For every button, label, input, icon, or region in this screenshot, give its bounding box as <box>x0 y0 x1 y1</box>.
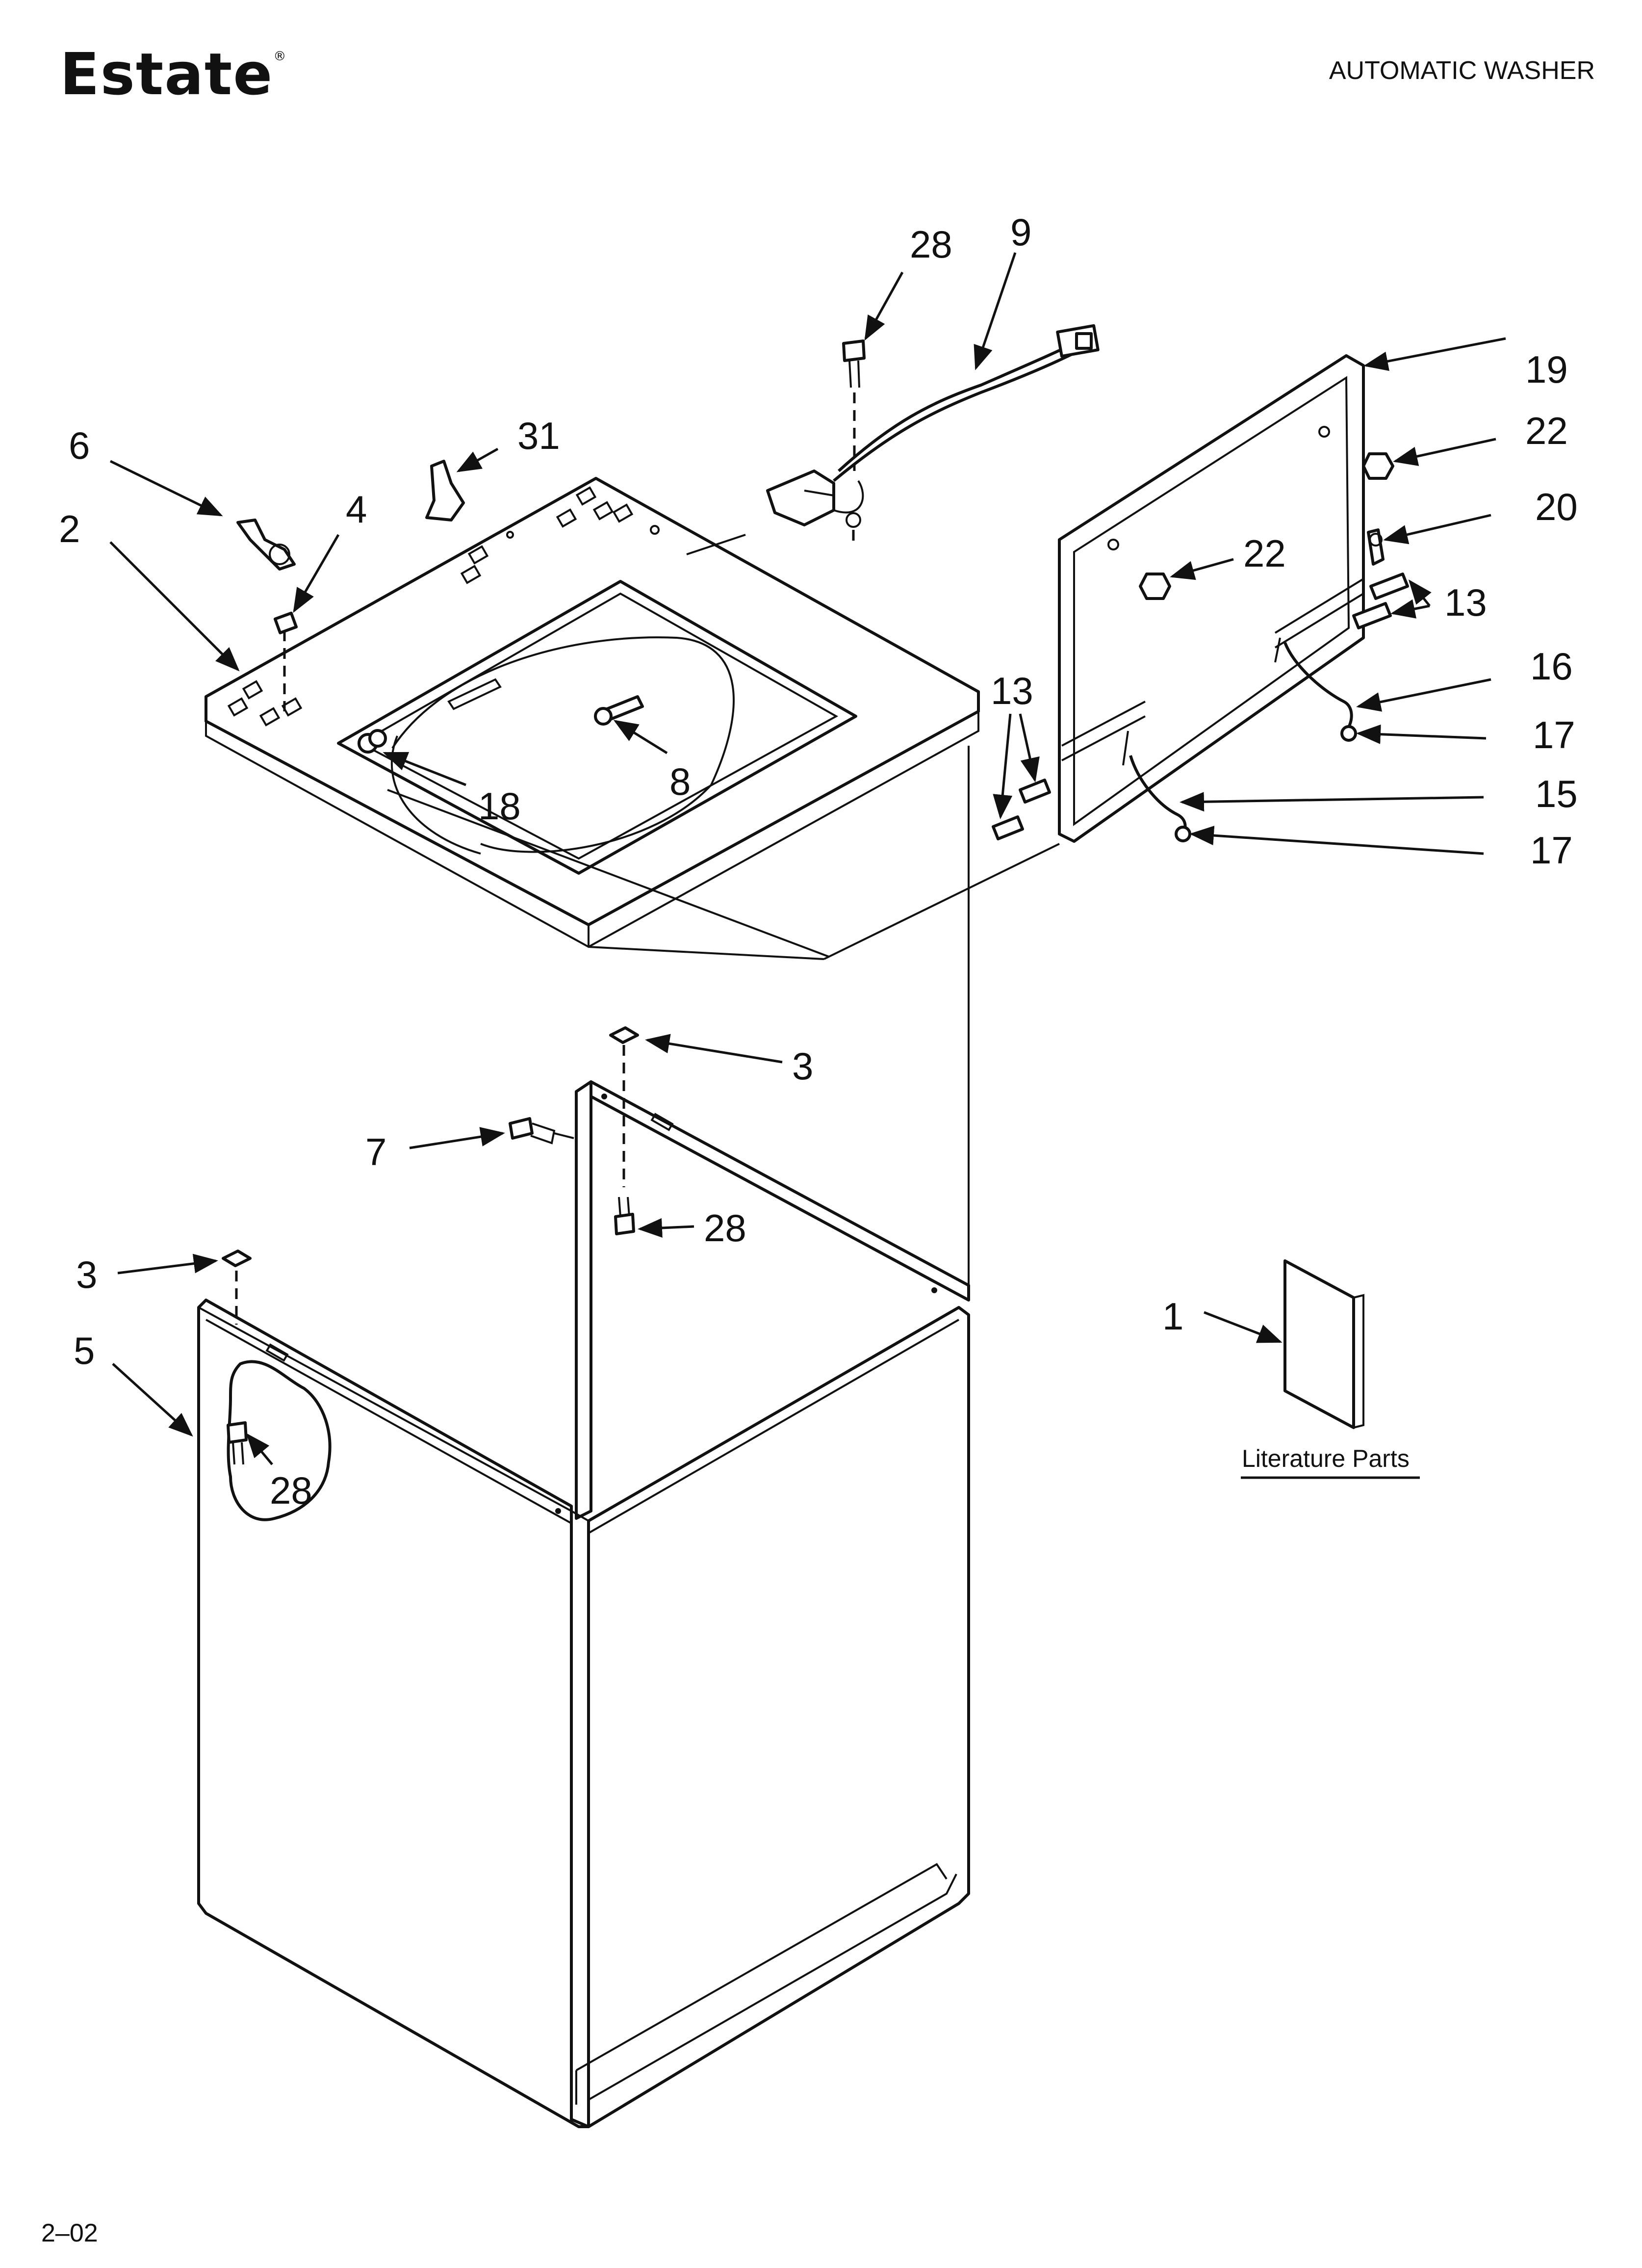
callout-2: 2 <box>59 507 80 550</box>
callout-28-top: 28 <box>910 223 952 266</box>
callout-22-right: 22 <box>1525 409 1568 452</box>
callout-1: 1 <box>1162 1295 1183 1338</box>
callout-22-inner: 22 <box>1243 532 1286 575</box>
callout-3-upper: 3 <box>792 1044 813 1088</box>
callout-6: 6 <box>69 424 90 467</box>
callout-16: 16 <box>1530 645 1573 688</box>
top-lid <box>205 477 1060 1285</box>
bracket-part <box>425 460 465 521</box>
screw-part-top <box>842 339 866 471</box>
callout-13-left: 13 <box>991 669 1033 712</box>
cabinet <box>197 1080 970 2128</box>
callout-leaders <box>109 252 1506 1465</box>
callout-7: 7 <box>365 1130 386 1173</box>
clip-part-3-upper <box>609 1026 639 1187</box>
document-title: AUTOMATIC WASHER <box>1329 56 1595 85</box>
lid-hinge-part <box>358 729 387 754</box>
callout-8: 8 <box>669 760 691 803</box>
fasteners-right <box>1352 573 1409 629</box>
callout-5: 5 <box>74 1329 95 1372</box>
knob-inner <box>1139 573 1171 600</box>
callout-4: 4 <box>346 488 367 531</box>
cabinet-cutaway <box>227 1360 332 1521</box>
switch-part <box>1367 528 1385 566</box>
fasteners-left <box>992 779 1051 840</box>
literature-booklet <box>1283 1259 1364 1429</box>
screw-part-28-mid <box>614 1197 635 1235</box>
wire-assembly-lower <box>1122 730 1191 842</box>
callout-28-mid: 28 <box>704 1206 746 1250</box>
callout-18: 18 <box>478 784 521 828</box>
callout-17-upper: 17 <box>1533 713 1575 756</box>
brand-name: Estate <box>60 40 274 108</box>
wire-assembly-upper <box>1274 637 1357 742</box>
callout-9: 9 <box>1010 210 1031 254</box>
callout-31: 31 <box>517 414 560 457</box>
lid-pin-part <box>594 695 644 726</box>
brand-logo: Estate® <box>60 45 287 103</box>
callout-13-right: 13 <box>1444 581 1487 624</box>
knob-right <box>1362 452 1394 480</box>
callout-3-lower: 3 <box>76 1253 97 1296</box>
registered-mark: ® <box>273 49 287 64</box>
callout-20: 20 <box>1535 485 1578 528</box>
callout-19: 19 <box>1525 348 1568 391</box>
callout-15: 15 <box>1535 772 1578 815</box>
control-panel-frame <box>1058 354 1365 843</box>
callout-28-cabinet: 28 <box>270 1469 312 1512</box>
clip-part <box>236 519 296 571</box>
fastener-part-4 <box>273 611 298 711</box>
clip-part-3-lower <box>222 1250 252 1325</box>
screw-part-7 <box>509 1117 574 1145</box>
callout-labels: 28 9 19 22 20 22 13 16 17 15 17 13 6 31 … <box>59 210 1578 1512</box>
revision-code: 2–02 <box>41 2219 98 2247</box>
callout-17-lower: 17 <box>1530 829 1573 872</box>
literature-label: Literature Parts <box>1242 1445 1410 1472</box>
lid-switch-harness <box>766 324 1100 545</box>
